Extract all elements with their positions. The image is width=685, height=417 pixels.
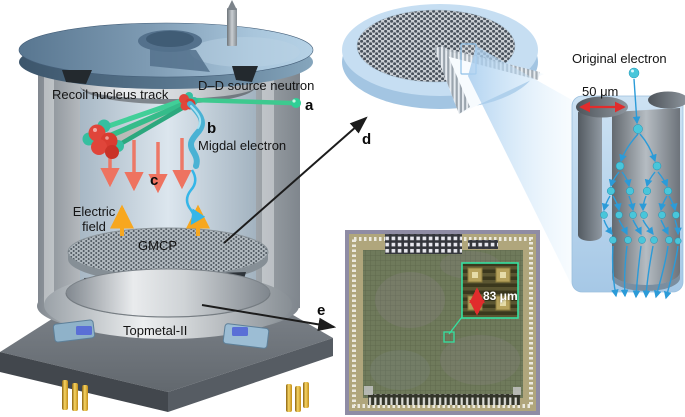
top-rod: [227, 0, 237, 46]
original-electron-dot: [628, 67, 640, 79]
dd-neutron-label: D–D source neutron: [198, 78, 315, 93]
panel-marker-a: a: [305, 97, 314, 114]
bond-pad-ring: [352, 237, 533, 408]
pixel-inset: [443, 262, 519, 343]
neutron-ball: [291, 98, 301, 108]
migdal-electron-label: Migdal electron: [198, 138, 287, 153]
channel-opening-right: [648, 91, 685, 109]
migdal-electron-track: [185, 101, 206, 226]
lid-underside-notch-right: [232, 66, 258, 82]
panel-marker-d: d: [362, 131, 372, 148]
left-column-highlight: [44, 70, 54, 305]
bottom-pad-strip: [368, 394, 520, 405]
gold-pins: [62, 380, 309, 412]
electric-field-line1: Electric: [72, 204, 116, 219]
electric-field-line2: field: [82, 219, 106, 235]
avalanche-electrons: [600, 124, 682, 245]
lid-underside-notch-left: [62, 70, 92, 84]
original-electron-label: Original electron: [572, 51, 667, 66]
zoom-cone: [468, 46, 572, 286]
gmcp-label: GMCP: [138, 238, 177, 253]
panel-marker-e: e: [317, 302, 326, 319]
electron-avalanche: [601, 78, 682, 300]
microchannel-detail: [571, 67, 685, 300]
callout-arrow-d: [223, 116, 368, 244]
top-pad-block: [385, 234, 462, 254]
bottom-flange: [44, 268, 292, 339]
panel-marker-c: c: [150, 172, 159, 189]
recoil-track-label: Recoil nucleus track: [52, 87, 169, 102]
inset-source-box: [443, 331, 455, 343]
side-channel: [578, 112, 602, 241]
electric-field-label: Electric field: [66, 204, 122, 235]
topmetal-label: Topmetal-II: [123, 323, 188, 338]
chip-photo: [345, 230, 540, 415]
electron-drift-arrow: [185, 169, 206, 226]
neutron-track: [190, 97, 301, 108]
scale-83um-label: 83 μm: [483, 289, 518, 303]
panel-marker-b: b: [207, 120, 217, 137]
scale-50um-label: 50 μm: [582, 84, 619, 99]
callout-arrow-e: [201, 304, 337, 332]
top-lid: [18, 22, 314, 89]
clamp-blocks: [52, 319, 270, 349]
